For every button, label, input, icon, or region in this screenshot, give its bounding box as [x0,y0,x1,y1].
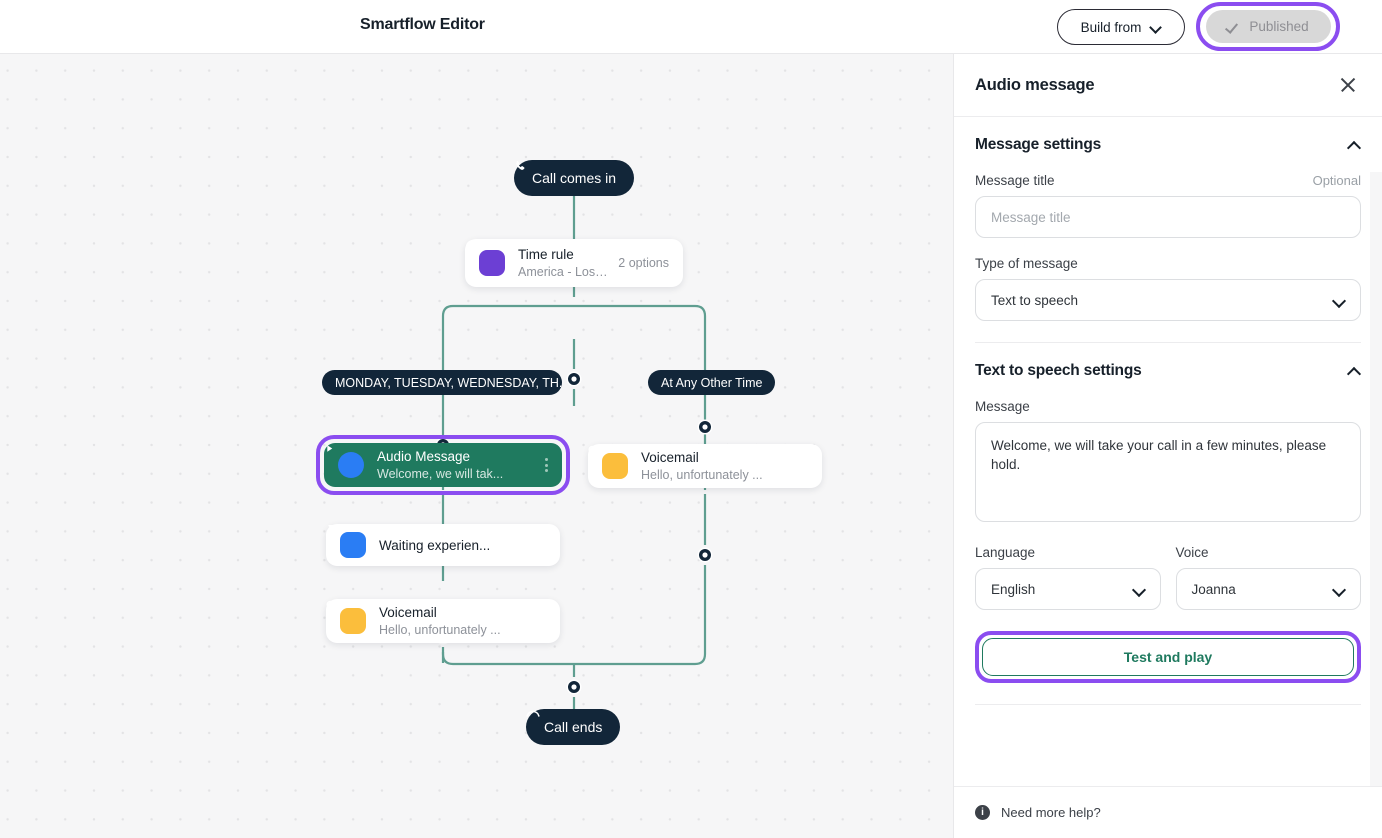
check-icon [1227,21,1241,32]
section-divider [975,342,1361,343]
chevron-up-icon[interactable] [1347,366,1361,376]
chevron-down-icon [1134,585,1145,596]
flow-canvas[interactable]: Call comes in Time rule America - Los An… [0,54,953,838]
node-subtitle: America - Los Angel... [518,265,608,279]
voice-label: Voice [1175,545,1209,560]
language-label: Language [975,545,1036,560]
voicemail-icon [588,445,628,479]
section-title: Text to speech settings [975,362,1142,379]
message-title-optional: Optional [1312,173,1361,188]
need-more-help-link[interactable]: Need more help? [1001,805,1101,820]
language-value: English [991,581,1036,597]
published-highlight-ring: Published [1196,2,1340,51]
panel-title: Audio message [975,75,1095,94]
test-and-play-button[interactable]: Test and play [982,638,1354,676]
type-of-message-value: Text to speech [991,292,1079,308]
message-settings-section: Message settings Message title Optional … [954,117,1382,343]
published-label: Published [1249,19,1309,34]
flow-diagram: Call comes in Time rule America - Los An… [0,54,953,838]
chevron-down-icon [1334,585,1345,596]
message-title-input[interactable] [975,196,1361,238]
build-from-button[interactable]: Build from [1057,9,1185,45]
panel-footer: i Need more help? [954,786,1382,838]
message-title-label: Message title [975,173,1055,188]
chevron-up-icon[interactable] [1347,140,1361,150]
type-of-message-select[interactable]: Text to speech [975,279,1361,321]
published-button[interactable]: Published [1205,10,1331,43]
top-bar: Smartflow Editor Build from Published [0,0,1382,54]
panel-scrollbar[interactable] [1370,172,1382,838]
info-icon: i [975,805,990,820]
node-call-ends[interactable]: Call ends [526,709,621,745]
hangup-icon [526,710,540,717]
node-subtitle: Welcome, we will tak... [377,467,504,481]
language-select[interactable]: English [975,568,1161,610]
node-audio-message[interactable]: Audio Message Welcome, we will tak... [324,443,562,487]
message-title-label-row: Message title Optional [975,173,1361,188]
selected-node-highlight-ring [316,435,570,495]
node-call-comes-in[interactable]: Call comes in [514,160,635,196]
voice-field: Voice Joanna [1175,545,1361,610]
node-voicemail-right[interactable]: Voicemail Hello, unfortunately ... [588,444,822,488]
voice-value: Joanna [1191,581,1236,597]
voice-select[interactable]: Joanna [1175,568,1361,610]
build-from-label: Build from [1080,19,1142,35]
chevron-down-icon [1334,296,1345,307]
hourglass-icon [328,525,366,558]
chevron-down-icon [1151,22,1161,32]
page-title: Smartflow Editor [360,16,485,33]
node-options-count: 2 options [618,256,669,270]
play-icon [327,445,364,478]
language-field: Language English [975,545,1161,610]
message-settings-header[interactable]: Message settings [975,117,1361,173]
section-divider [975,704,1361,705]
node-waiting-experience[interactable]: Waiting experien... [326,524,560,566]
node-title: Time rule [518,247,574,262]
node-label: Call ends [544,719,603,735]
node-voicemail-left[interactable]: Voicemail Hello, unfortunately ... [326,599,560,643]
node-title: Voicemail [379,605,437,620]
node-subtitle: Hello, unfortunately ... [379,623,501,637]
tts-settings-section: Text to speech settings Message Language… [954,343,1382,705]
node-label: Call comes in [532,170,617,186]
message-textarea[interactable] [975,422,1361,522]
section-title: Message settings [975,136,1102,153]
clock-icon [465,239,505,276]
phone-icon [516,160,525,170]
message-label: Message [975,399,1030,414]
branch-label-left: MONDAY, TUESDAY, WEDNESDAY, TH... [322,370,562,395]
node-time-rule[interactable]: Time rule America - Los Angel... 2 optio… [465,239,683,287]
properties-panel: Audio message Message settings Message t… [953,54,1382,838]
node-title: Voicemail [641,450,699,465]
node-subtitle: Hello, unfortunately ... [641,468,763,482]
test-and-play-highlight-ring: Test and play [975,631,1361,683]
node-title: Audio Message [377,449,471,464]
voicemail-icon [326,600,366,634]
branch-label-right: At Any Other Time [648,370,776,395]
node-menu-icon[interactable] [545,458,548,472]
panel-header: Audio message [954,54,1382,117]
node-title: Waiting experien... [379,537,491,553]
close-icon[interactable] [1335,72,1361,98]
type-of-message-label: Type of message [975,256,1078,271]
language-voice-row: Language English Voice Joanna [975,545,1361,610]
tts-settings-header[interactable]: Text to speech settings [975,343,1361,399]
